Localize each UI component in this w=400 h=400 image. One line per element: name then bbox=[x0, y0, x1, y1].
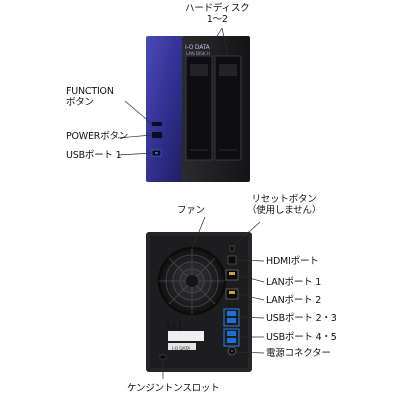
power-button[interactable] bbox=[152, 132, 162, 138]
back-brand: I-O DATA bbox=[172, 347, 191, 352]
usb-port-1[interactable] bbox=[151, 149, 162, 157]
front-foot-left bbox=[183, 178, 193, 182]
front-brand: I-O DATA bbox=[185, 44, 210, 51]
label-fan: ファン bbox=[177, 205, 205, 216]
drive-tray-2[interactable] bbox=[214, 55, 242, 161]
label-reset-line2: （使用しません） bbox=[247, 205, 322, 216]
label-reset: リセットボタン （使用しません） bbox=[247, 194, 321, 216]
label-lan-port-2: LANポート 2 bbox=[266, 295, 322, 306]
label-reset-line1: リセットボタン bbox=[251, 194, 317, 205]
label-usb-4-5: USBポート 4・5 bbox=[266, 332, 337, 343]
label-kensington-slot: ケンジントンスロット bbox=[127, 383, 220, 394]
drive-tray-1-handle[interactable] bbox=[190, 64, 208, 76]
label-usb-port-1: USBポート 1 bbox=[66, 150, 122, 161]
label-hdmi-port: HDMIポート bbox=[266, 256, 319, 267]
label-hdd-line2: 1〜2 bbox=[206, 14, 228, 25]
back-body bbox=[146, 232, 252, 372]
drive-tray-2-handle[interactable] bbox=[219, 64, 237, 76]
back-label-plate-1 bbox=[168, 331, 204, 341]
usb-2-3-highlight bbox=[223, 308, 240, 327]
label-lan-port-1: LANポート 1 bbox=[266, 277, 322, 288]
kensington-slot[interactable] bbox=[159, 354, 167, 360]
power-connector[interactable] bbox=[227, 346, 237, 356]
label-power-button: POWERボタン bbox=[66, 131, 129, 142]
label-hdd: ハードディスク 1〜2 bbox=[185, 3, 250, 25]
usb-port-3[interactable] bbox=[227, 318, 236, 323]
fan-icon bbox=[158, 247, 226, 315]
usb-port-5[interactable] bbox=[227, 338, 236, 343]
label-function-line2: ボタン bbox=[66, 97, 94, 108]
function-button[interactable] bbox=[152, 122, 162, 126]
label-power-connector: 電源コネクター bbox=[266, 348, 331, 359]
front-foot-right bbox=[218, 178, 228, 182]
usb-4-5-highlight bbox=[223, 328, 240, 347]
lan-port-1[interactable] bbox=[225, 269, 239, 281]
front-accent-panel bbox=[146, 36, 184, 182]
drive-tray-1[interactable] bbox=[185, 55, 213, 161]
lan-port-2[interactable] bbox=[225, 288, 239, 300]
label-function-line1: FUNCTION bbox=[66, 86, 114, 97]
usb-port-2[interactable] bbox=[227, 311, 236, 316]
front-model: LAN DISK H bbox=[186, 52, 210, 57]
reset-button[interactable] bbox=[229, 245, 235, 252]
label-usb-2-3: USBポート 2・3 bbox=[266, 313, 337, 324]
usb-port-4[interactable] bbox=[227, 331, 236, 336]
hdmi-port[interactable] bbox=[227, 255, 237, 265]
label-function: FUNCTION ボタン bbox=[66, 86, 114, 108]
label-hdd-line1: ハードディスク bbox=[185, 3, 250, 14]
